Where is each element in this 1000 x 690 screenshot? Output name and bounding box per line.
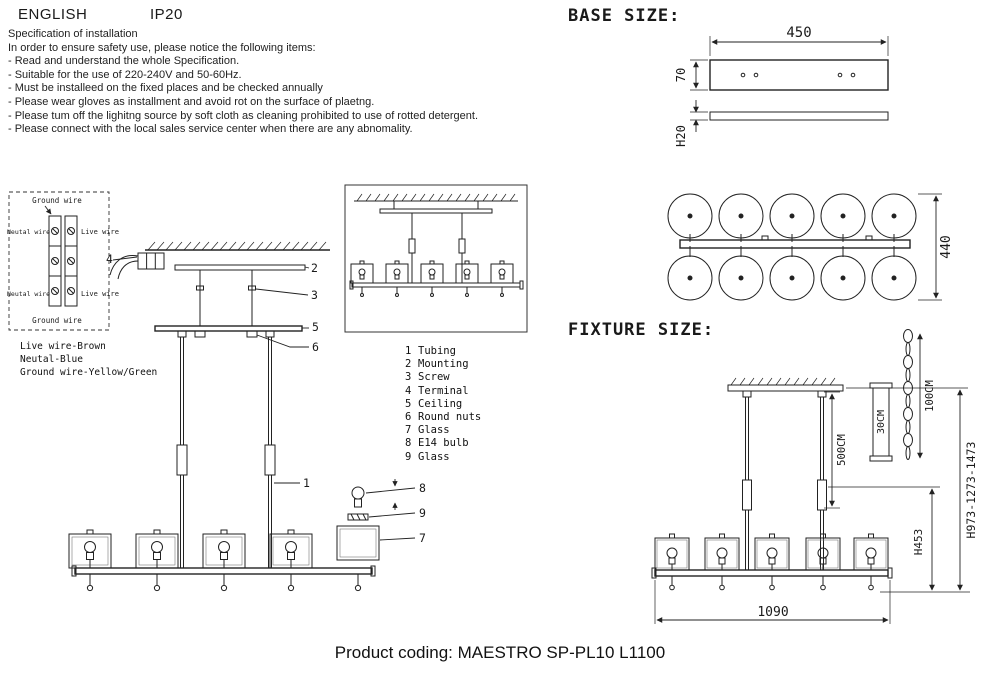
top-view-bar xyxy=(679,239,911,249)
fs-overall-height-dimension: H973-1273-1473 xyxy=(846,387,978,593)
fs-chain-option: 100CM xyxy=(903,329,936,460)
base-thickness-dimension: H20 xyxy=(674,100,708,147)
spec-item: - Suitable for the use of 220-240V and 5… xyxy=(8,68,242,81)
legend-live: Live wire-Brown xyxy=(20,341,106,352)
fs-lamps xyxy=(654,533,889,591)
fs-body-height-dimension: H453 xyxy=(828,486,940,591)
fs-wire-drop-label: 500CM xyxy=(836,434,848,466)
callout-3: 3 xyxy=(311,288,318,302)
callout-5: 5 xyxy=(312,320,319,334)
legend-neutral: Neutal-Blue xyxy=(20,354,83,365)
ip-rating-label: IP20 xyxy=(150,6,183,23)
callout-leaders xyxy=(112,256,310,484)
fixture-size-drawing: 500CM 30CM 100CM H453 H973-1273-1473 xyxy=(651,329,978,624)
round-nuts xyxy=(194,330,258,338)
callout-1: 1 xyxy=(303,476,310,490)
base-height-dimension: 70 xyxy=(674,59,708,91)
tubing-rods xyxy=(176,330,276,568)
callout-4: 4 xyxy=(106,252,113,266)
callout-7: 7 xyxy=(419,531,426,545)
callout-2: 2 xyxy=(311,261,318,275)
lamp-assemblies xyxy=(68,529,313,592)
specification-block: Specification of installation In order t… xyxy=(8,28,528,137)
wiring-diagram: Ground wire Neutal wire Live wire Neutal… xyxy=(7,191,119,331)
base-width-label: 450 xyxy=(786,25,811,41)
fs-rod-option-label: 30CM xyxy=(876,410,887,434)
top-view-drawing: 440 xyxy=(667,193,954,301)
base-size-title: BASE SIZE: xyxy=(568,6,681,26)
exploded-leaders xyxy=(365,487,416,541)
fixture-size-title: FIXTURE SIZE: xyxy=(568,320,715,340)
fs-body-height-label: H453 xyxy=(912,529,925,556)
ceiling xyxy=(145,241,330,251)
neutral-wire-top-label: Neutal wire xyxy=(7,228,50,236)
spec-title: Specification of installation xyxy=(8,28,138,40)
base-plate-drawing: 450 70 H20 xyxy=(674,25,889,147)
fs-chain-option-label: 100CM xyxy=(924,380,936,412)
spec-item: - Please wear gloves as installment and … xyxy=(8,95,375,108)
callout-6: 6 xyxy=(312,340,319,354)
fs-width-label: 1090 xyxy=(757,605,788,620)
base-width-dimension: 450 xyxy=(709,25,889,56)
base-plate xyxy=(709,59,889,91)
top-view-shades xyxy=(667,193,917,301)
spec-item: - Please tum off the lighitng source by … xyxy=(8,109,479,122)
spec-item: - Must be installeed on the fixed places… xyxy=(8,82,323,95)
base-thickness-label: H20 xyxy=(674,125,688,147)
fs-overall-height-label: H973-1273-1473 xyxy=(964,441,978,538)
callout-9: 9 xyxy=(419,506,426,520)
spec-item: - Read and understand the whole Specific… xyxy=(8,55,240,68)
top-view-depth-label: 440 xyxy=(939,235,954,258)
top-view-depth-dimension: 440 xyxy=(918,193,954,301)
terminal xyxy=(109,252,165,280)
fs-rods xyxy=(742,390,827,570)
ground-wire-top-label: Ground wire xyxy=(32,196,82,205)
cover-plate xyxy=(709,111,889,121)
base-height-label: 70 xyxy=(674,68,688,82)
terminal-block xyxy=(48,215,78,307)
ground-wire-bottom-label: Ground wire xyxy=(32,316,82,325)
base-plate-holes xyxy=(740,72,856,78)
wiring-box xyxy=(8,191,110,331)
fs-wire-drop-dimension: 500CM xyxy=(824,391,848,509)
fs-mounting-plate xyxy=(727,377,844,392)
fs-width-dimension: 1090 xyxy=(654,580,891,624)
live-wire-top-label: Live wire xyxy=(81,228,119,236)
installation-drawing: 4 2 3 5 6 1 xyxy=(68,184,528,592)
live-wire-bottom-label: Live wire xyxy=(81,290,119,298)
wire-color-legend: Live wire-Brown Neutal-Blue Ground wire-… xyxy=(20,340,157,379)
neutral-wire-bottom-label: Neutal wire xyxy=(7,290,50,298)
fs-rod-option: 30CM xyxy=(869,382,893,462)
mounting-screws xyxy=(196,270,256,326)
spec-intro: In order to ensure safety use, please no… xyxy=(8,41,316,54)
mounting-bracket xyxy=(174,264,306,271)
callout-8: 8 xyxy=(419,481,426,495)
product-coding: Product coding: MAESTRO SP-PL10 L1100 xyxy=(334,643,666,662)
spec-item: - Please connect with the local sales se… xyxy=(8,123,413,136)
overview-inset xyxy=(344,184,528,333)
exploded-lamp-detail xyxy=(336,479,398,592)
legend-ground: Ground wire-Yellow/Green xyxy=(20,367,158,378)
ceiling-canopy xyxy=(154,325,303,332)
language-label: ENGLISH xyxy=(18,6,88,23)
